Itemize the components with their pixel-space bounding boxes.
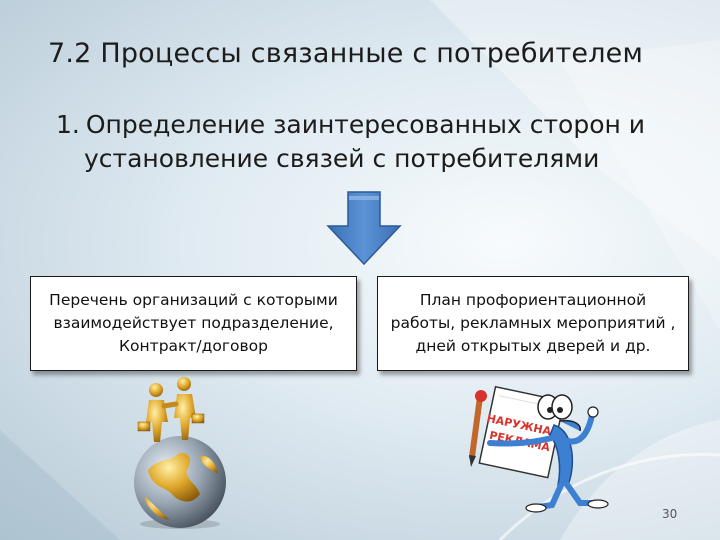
stakeholders-line-1: Перечень организаций с которыми [49,291,338,309]
subtitle-number: 1. [56,110,80,139]
advertising-mascot-icon: НАРУЖНАЯ РЕКЛАМА [469,385,609,513]
stakeholders-line-3: Контракт/договор [119,337,268,355]
subtitle-line-2: установление связей с потребителями [84,144,600,173]
plan-box: План профориентационной работы, рекламны… [377,276,689,371]
plan-line-2: работы, рекламных мероприятий , [390,314,676,332]
down-arrow-icon [326,191,402,266]
slide-title: 7.2 Процессы связанные с потребителем [48,38,644,69]
stakeholders-line-2: взаимодействует подразделение, [53,314,334,332]
subtitle-line-1: Определение заинтересованных сторон и [85,110,646,139]
stakeholders-box: Перечень организаций с которыми взаимоде… [30,276,357,371]
page-number: 30 [662,507,678,521]
slide-subtitle: 1.Определение заинтересованных сторон и … [56,108,696,176]
plan-line-3: дней открытых дверей и др. [415,337,651,355]
plan-line-1: План профориентационной [419,291,647,309]
globe-handshake-icon [134,377,226,529]
